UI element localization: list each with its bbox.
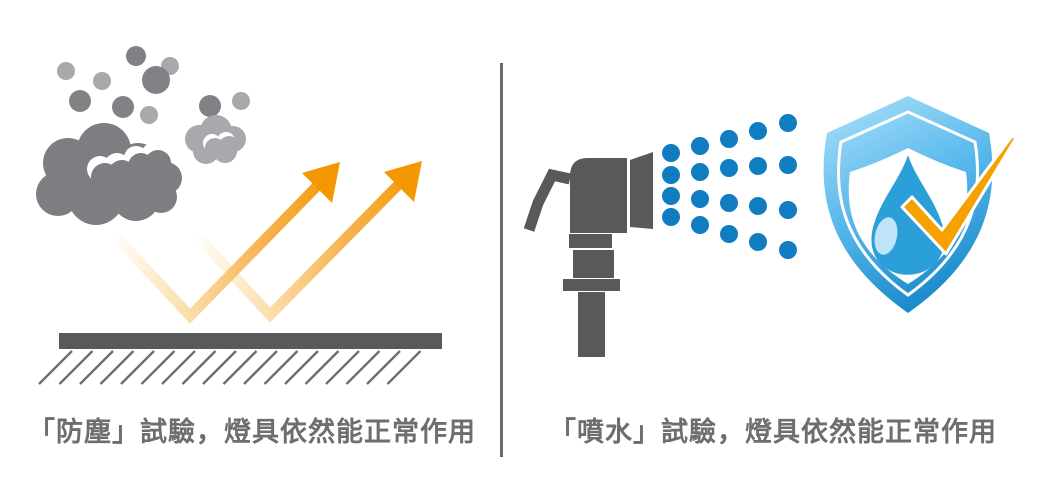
dust-smoke-clouds-icon — [36, 46, 250, 225]
water-drop-highlight — [874, 217, 898, 255]
nozzle-flange — [563, 279, 620, 291]
nozzle-tip — [630, 152, 653, 229]
bounce-arrow-left — [113, 162, 340, 324]
dust-particles — [57, 46, 250, 124]
hatched-ground-icon — [38, 333, 442, 385]
nozzle-band-2 — [573, 250, 614, 278]
ground-hatch-lines — [38, 350, 422, 385]
small-smoke-cloud — [185, 115, 246, 164]
nozzle-band-1 — [569, 234, 612, 248]
water-spray-dots-icon — [659, 111, 800, 262]
check-mark — [900, 134, 1018, 256]
bounce-arrow-right — [195, 161, 422, 323]
panel-divider — [500, 63, 503, 457]
bounce-arrows-icon — [113, 161, 422, 324]
spray-test-caption: 「噴水」試驗，燈具依然能正常作用 — [549, 417, 997, 447]
dust-test-caption: 「防塵」試驗，燈具依然能正常作用 — [28, 417, 476, 447]
nozzle-pipe — [578, 292, 605, 357]
spray-nozzle-icon — [523, 152, 653, 357]
waterproof-shield-check-icon — [823, 96, 1018, 313]
shield-white-line — [836, 110, 980, 297]
big-smoke-cloud — [36, 123, 182, 225]
nozzle-trigger — [523, 168, 572, 232]
nozzle-body — [570, 158, 627, 233]
